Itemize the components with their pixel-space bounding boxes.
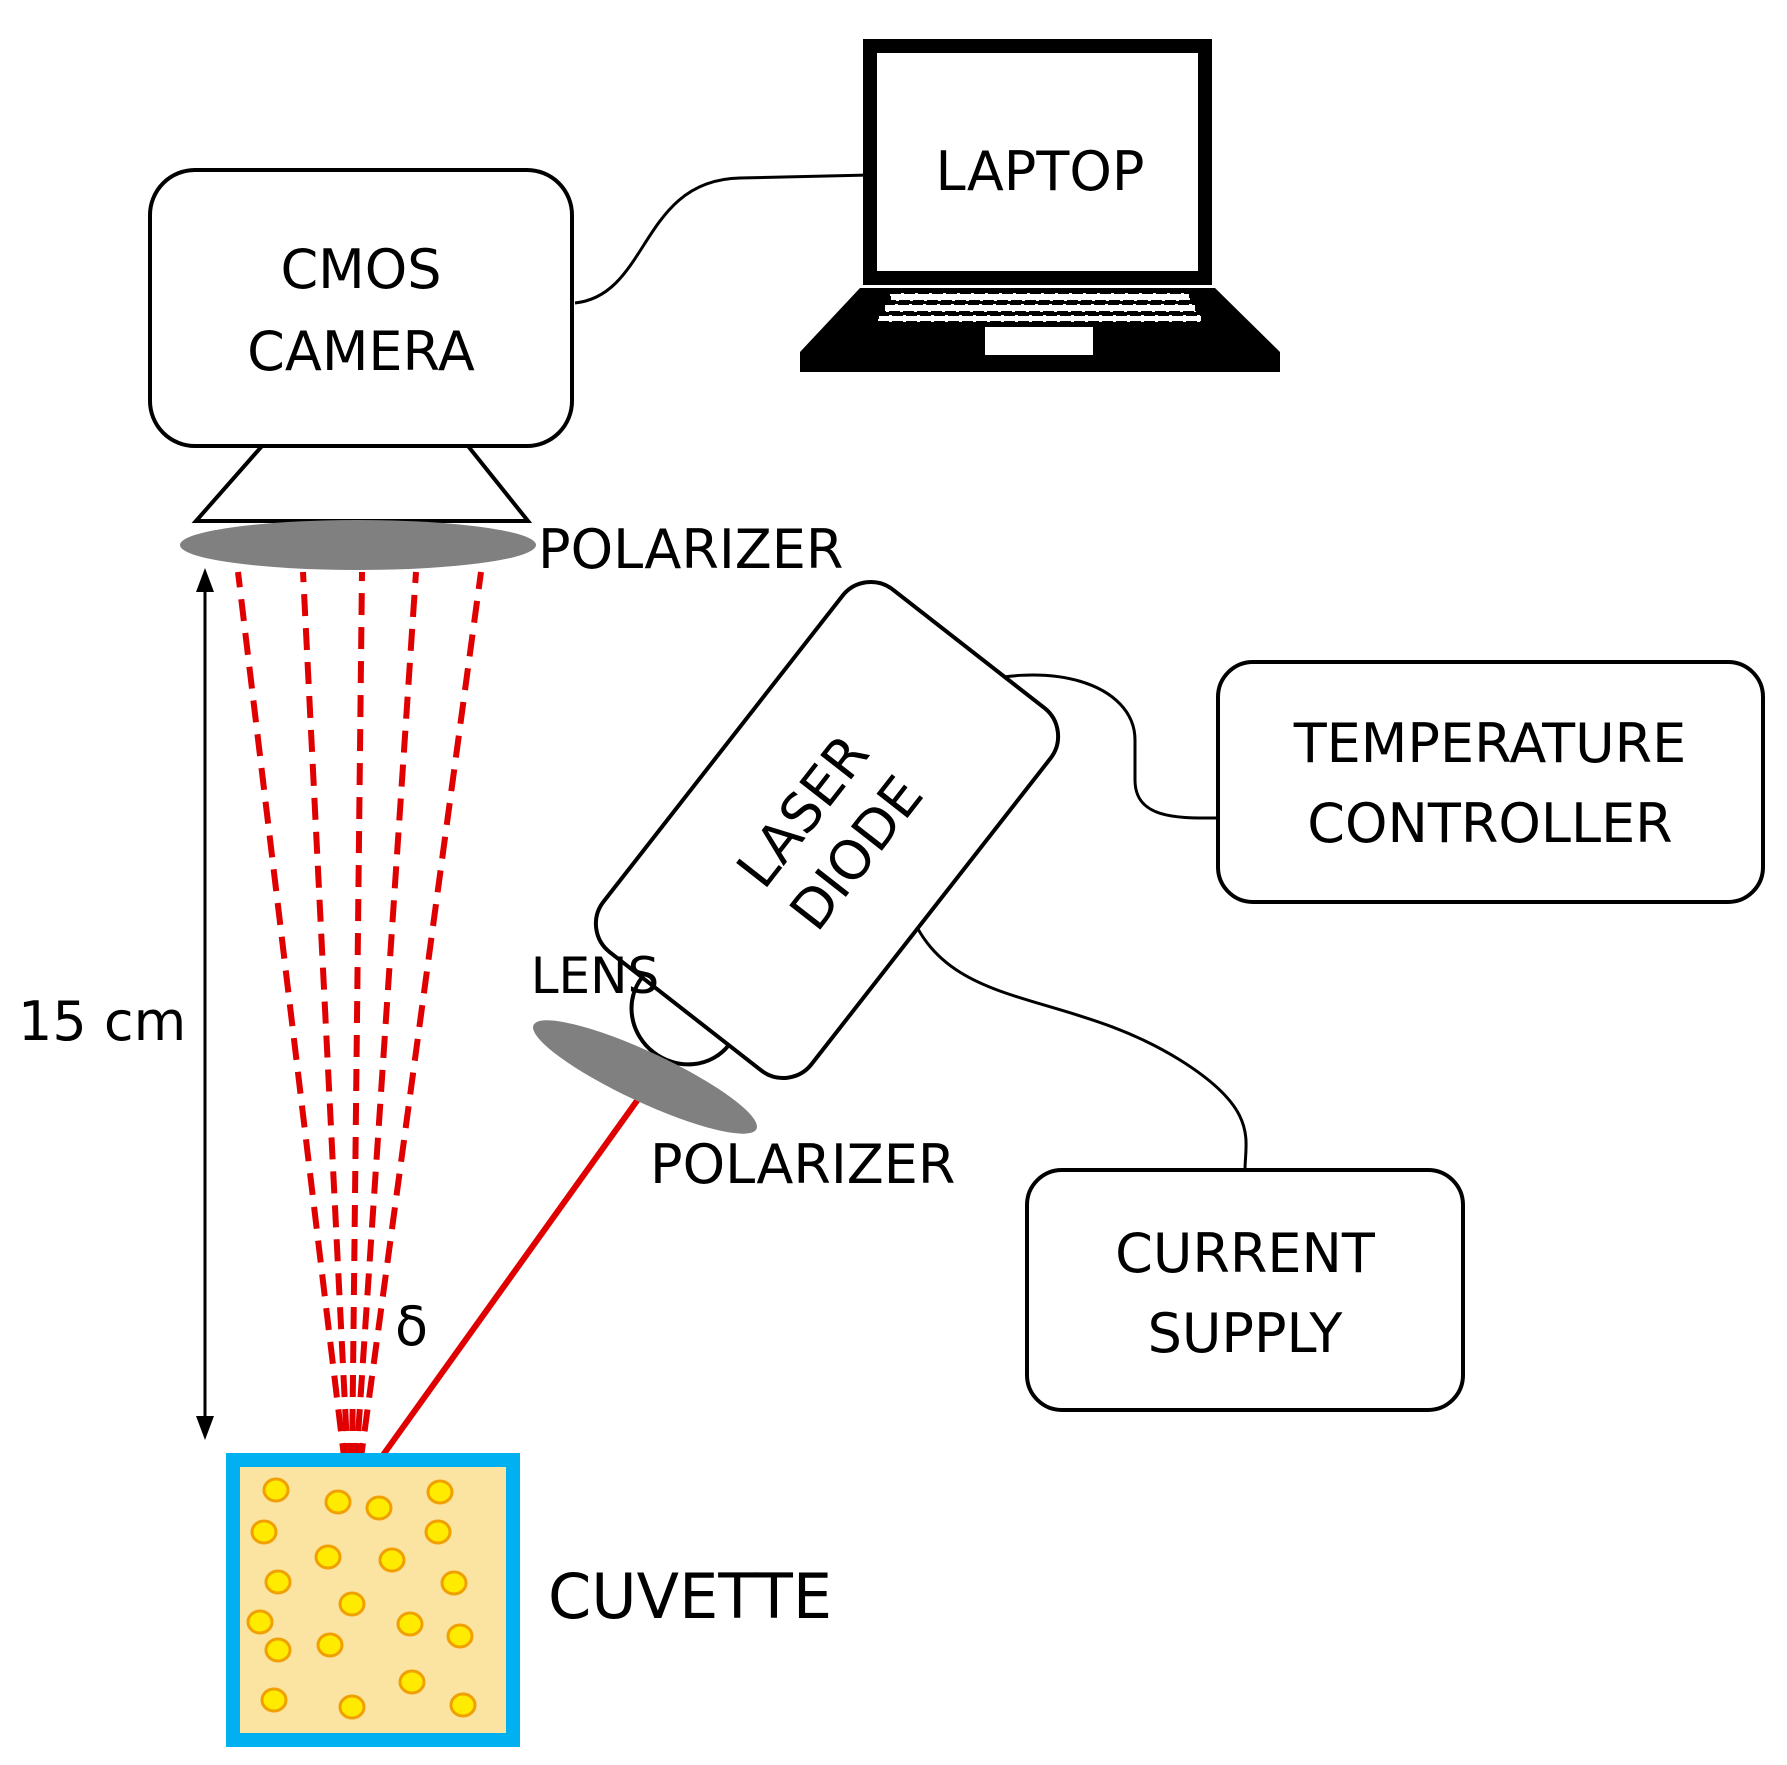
particle <box>262 1477 290 1503</box>
laser-temperature-cable <box>949 673 1219 820</box>
particle <box>338 1694 366 1720</box>
polarizer-bottom-label: POLARIZER <box>650 1133 955 1196</box>
particle <box>426 1479 454 1505</box>
temperature-controller-label-line1: TEMPERATURE <box>1293 712 1687 775</box>
particle <box>246 1609 274 1635</box>
particle <box>260 1687 288 1713</box>
particle <box>264 1569 292 1595</box>
temperature-controller-box <box>1216 660 1765 904</box>
particle <box>396 1611 424 1637</box>
particle <box>378 1547 406 1573</box>
polarizer-top <box>180 520 536 570</box>
particle <box>446 1623 474 1649</box>
scattered-beam-5 <box>357 571 484 1466</box>
laser-diode-assembly: LASER DIODE <box>593 580 1061 1080</box>
laptop-keyboard <box>877 292 1203 323</box>
camera-label-line2: CAMERA <box>247 320 475 383</box>
camera-laptop-cable <box>574 173 871 305</box>
particle <box>324 1489 352 1515</box>
scattered-beam-4 <box>353 571 419 1466</box>
arrow-head-up <box>196 568 214 592</box>
laptop-screen <box>863 39 1212 285</box>
scattered-beam-3 <box>349 571 365 1466</box>
particle <box>440 1570 468 1596</box>
particle <box>264 1637 292 1663</box>
angle-label: δ <box>395 1295 428 1358</box>
cmos-camera: CMOS CAMERA <box>148 168 574 523</box>
particle <box>398 1669 426 1695</box>
particle <box>316 1632 344 1658</box>
current-supply-box <box>1025 1168 1465 1412</box>
cuvette <box>226 1453 520 1747</box>
polarizer-bottom <box>533 1020 757 1134</box>
distance-label: 15 cm <box>18 990 186 1053</box>
particle <box>250 1519 278 1545</box>
camera-lens-mount <box>191 444 533 523</box>
current-supply: CURRENT SUPPLY <box>1025 1168 1465 1412</box>
scattered-beams <box>235 571 484 1466</box>
laser-current-cable <box>903 897 1248 1171</box>
distance-arrow <box>196 568 214 1440</box>
current-supply-label-line1: CURRENT <box>1115 1222 1376 1285</box>
scattered-beam-2 <box>300 571 351 1466</box>
laser-diode-body <box>593 580 1061 1080</box>
particle <box>338 1591 366 1617</box>
particles <box>246 1477 477 1720</box>
current-supply-label-line2: SUPPLY <box>1148 1302 1344 1365</box>
cuvette-label: CUVETTE <box>548 1560 832 1633</box>
temperature-controller-label-line2: CONTROLLER <box>1307 792 1672 855</box>
laptop: LAPTOP <box>800 39 1280 372</box>
particle <box>424 1519 452 1545</box>
camera-label-line1: CMOS <box>280 238 441 301</box>
scattered-beam-1 <box>235 571 348 1466</box>
camera-body <box>148 168 574 448</box>
particle <box>449 1692 477 1718</box>
arrow-head-down <box>196 1416 214 1440</box>
laptop-touchpad <box>985 327 1093 355</box>
particle <box>314 1544 342 1570</box>
laptop-label: LAPTOP <box>936 140 1145 203</box>
lens-label: LENS <box>531 947 660 1005</box>
temperature-controller: TEMPERATURE CONTROLLER <box>1216 660 1765 904</box>
particle <box>365 1495 393 1521</box>
polarizer-top-label: POLARIZER <box>538 518 843 581</box>
